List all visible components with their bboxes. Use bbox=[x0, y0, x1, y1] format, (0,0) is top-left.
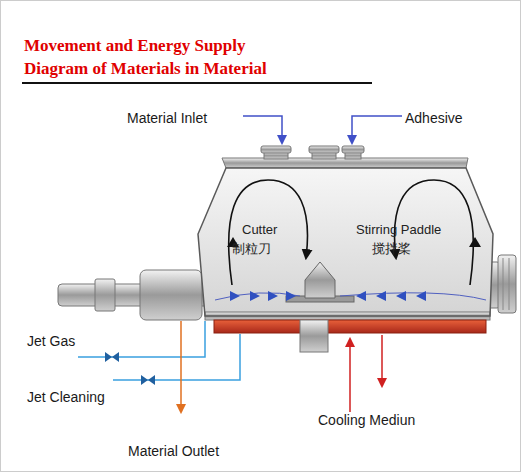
part-label: 制粒刀 bbox=[232, 241, 271, 256]
shaft-rib bbox=[509, 258, 510, 310]
right-shaft-end bbox=[498, 255, 516, 313]
diagram-title: Movement and Energy Supply Diagram of Ma… bbox=[24, 34, 306, 80]
bottom-outlet bbox=[300, 320, 328, 352]
shaft-rib bbox=[503, 258, 504, 310]
flow-chevron bbox=[356, 291, 366, 301]
flow-chevron bbox=[230, 291, 240, 301]
jet-gas-line bbox=[78, 321, 205, 357]
feed-arrow bbox=[243, 116, 282, 143]
cooling-jacket bbox=[214, 320, 486, 333]
mixer-chamber: Cutter 制粒刀 Stirring Paddle 搅拌桨 bbox=[198, 166, 494, 318]
paddle-hub bbox=[305, 262, 335, 298]
part-label: 搅拌桨 bbox=[372, 241, 411, 256]
outlet-arrow bbox=[180, 321, 182, 412]
shaft-collar bbox=[95, 279, 115, 311]
part-label: Cutter bbox=[242, 222, 277, 237]
nozzle-cap bbox=[342, 146, 364, 153]
chamber-body bbox=[198, 168, 493, 316]
nozzle-cap bbox=[309, 146, 339, 153]
bearing-housing bbox=[140, 270, 202, 320]
callout-label: Adhesive bbox=[405, 110, 463, 126]
part-label: Stirring Paddle bbox=[356, 222, 441, 237]
callout-label: Material Outlet bbox=[128, 443, 219, 459]
valve-symbol bbox=[148, 375, 155, 385]
feed-arrow bbox=[352, 116, 402, 143]
cooling-in-arrow bbox=[349, 339, 351, 412]
valve-symbol bbox=[141, 375, 148, 385]
flow-chevron bbox=[396, 291, 406, 301]
title-underline bbox=[22, 82, 372, 84]
nozzle-cap bbox=[261, 146, 291, 153]
cooling-out-arrow bbox=[381, 335, 383, 386]
valve-symbol bbox=[105, 352, 112, 362]
flow-chevron bbox=[416, 291, 426, 301]
chamber-outline-path bbox=[198, 168, 493, 316]
flow-chevron bbox=[268, 291, 278, 301]
callout-label: Material Inlet bbox=[127, 110, 207, 126]
jet-cleaning-line bbox=[113, 334, 240, 380]
callout-label: Jet Gas bbox=[27, 333, 75, 349]
flow-chevron bbox=[376, 291, 386, 301]
flow-chevron bbox=[250, 291, 260, 301]
valve-symbol bbox=[112, 352, 119, 362]
flow-loop bbox=[229, 180, 308, 285]
callout-label: Jet Cleaning bbox=[27, 389, 105, 405]
callout-label: Cooling Mediun bbox=[318, 412, 415, 428]
flow-arrowhead bbox=[469, 237, 481, 247]
flow-chevron bbox=[286, 291, 296, 301]
